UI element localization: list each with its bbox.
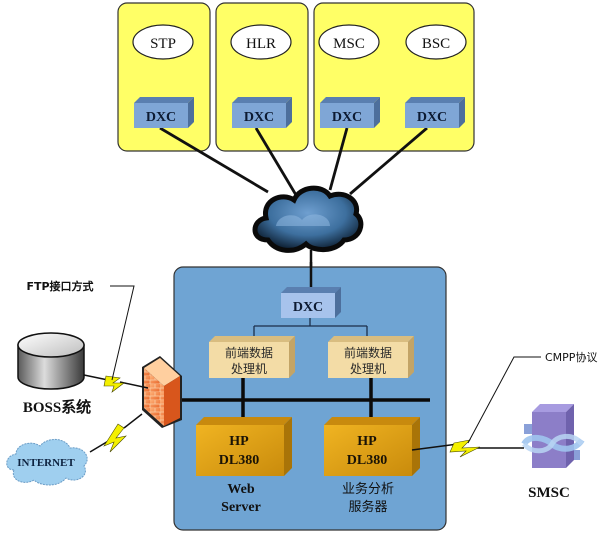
dxc-label: DXC	[293, 300, 323, 315]
dxc-box-bsc: DXC	[405, 97, 465, 128]
dxc-box-msc: DXC	[320, 97, 380, 128]
server-caption-line1: 业务分析	[342, 481, 394, 497]
dxc-label: DXC	[417, 110, 447, 125]
smsc-icon	[521, 404, 585, 468]
dxc-box-hlr: DXC	[232, 97, 292, 128]
server-web: HP DL380 Web Server	[196, 417, 292, 515]
server-label-line1: HP	[229, 434, 249, 449]
node-bsc: BSC	[405, 24, 467, 60]
server-caption-line2: 服务器	[348, 499, 387, 515]
dxc-cloud-links	[159, 126, 428, 196]
lightning-icon	[103, 375, 125, 393]
site-box-msc-bsc	[313, 2, 475, 152]
node-stp: STP	[132, 24, 194, 60]
processor-label-line1: 前端数据	[344, 345, 392, 360]
dxc-label: DXC	[244, 110, 274, 125]
node-msc: MSC	[318, 24, 380, 60]
server-label-line2: DL380	[219, 453, 259, 468]
ftp-callout-label: FTP接口方式	[26, 279, 93, 293]
server-label-line2: DL380	[347, 453, 387, 468]
ftp-callout-leader	[110, 285, 135, 381]
processor-label-line2: 处理机	[231, 362, 267, 376]
server-caption-line1: Web	[227, 482, 254, 497]
cmpp-callout-label: CMPP协议	[545, 350, 597, 364]
boss-label: BOSS系统	[23, 398, 91, 416]
smsc-label: SMSC	[528, 485, 570, 501]
node-label: BSC	[422, 36, 450, 52]
node-label: MSC	[333, 36, 365, 52]
firewall-icon	[142, 356, 182, 428]
internet-firewall-link	[89, 413, 143, 453]
server-label-line1: HP	[357, 434, 377, 449]
server-analysis: HP DL380 业务分析 服务器	[324, 417, 420, 515]
dxc-box-stp: DXC	[134, 97, 194, 128]
server-caption-line2: Server	[221, 500, 261, 515]
node-label: STP	[150, 36, 176, 52]
boss-database-icon	[17, 332, 85, 390]
center-dxc-box: DXC	[281, 287, 341, 318]
front-end-processor-1: 前端数据 处理机	[209, 336, 295, 378]
network-cloud-icon	[252, 185, 364, 253]
dxc-label: DXC	[146, 110, 176, 125]
front-end-processor-2: 前端数据 处理机	[328, 336, 414, 378]
dxc-label: DXC	[332, 110, 362, 125]
processor-label-line1: 前端数据	[225, 345, 273, 360]
cmpp-callout-leader	[467, 356, 541, 444]
processor-label-line2: 处理机	[350, 362, 386, 376]
internet-label: INTERNET	[17, 457, 75, 469]
node-label: HLR	[246, 36, 276, 52]
internet-cloud-icon	[6, 439, 88, 486]
lightning-icon	[103, 423, 127, 453]
lan-bus	[174, 378, 430, 420]
dxc-processor-links	[253, 318, 368, 336]
node-hlr: HLR	[230, 24, 292, 60]
boss-firewall-link	[83, 374, 149, 393]
lightning-icon	[449, 439, 481, 458]
